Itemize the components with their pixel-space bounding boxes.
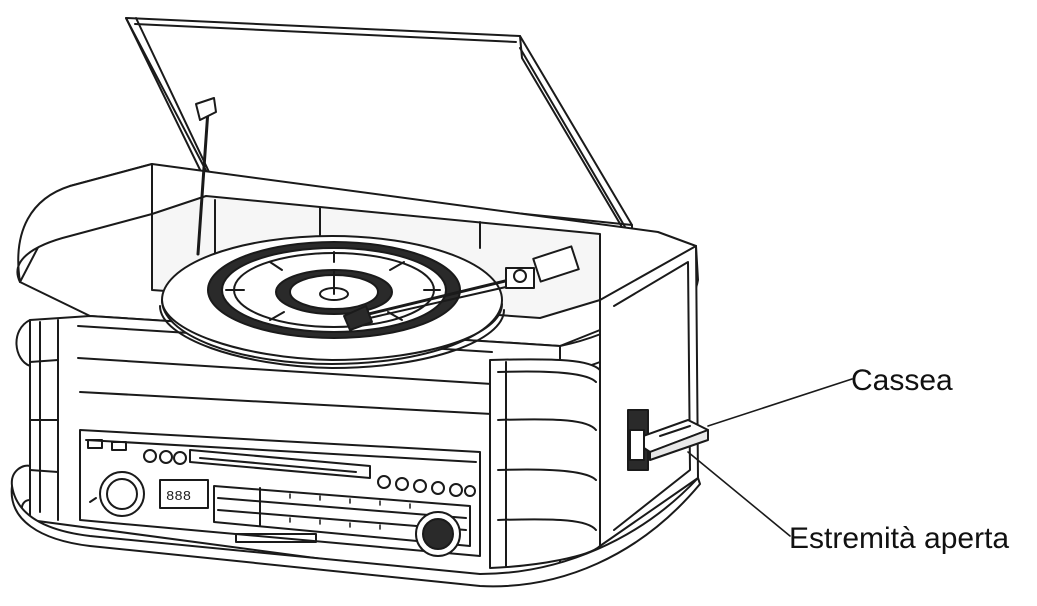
open-end-callout-label: Estremità aperta bbox=[789, 522, 1010, 555]
svg-text:888: 888 bbox=[166, 489, 191, 505]
cassette-icon bbox=[628, 410, 708, 470]
tonearm bbox=[344, 246, 579, 330]
control-panel: 888 bbox=[80, 430, 480, 556]
cassette-callout-label: Cassea bbox=[851, 364, 953, 397]
callout-leaders bbox=[688, 379, 852, 536]
lid-stay bbox=[196, 98, 216, 254]
platter bbox=[160, 236, 504, 368]
